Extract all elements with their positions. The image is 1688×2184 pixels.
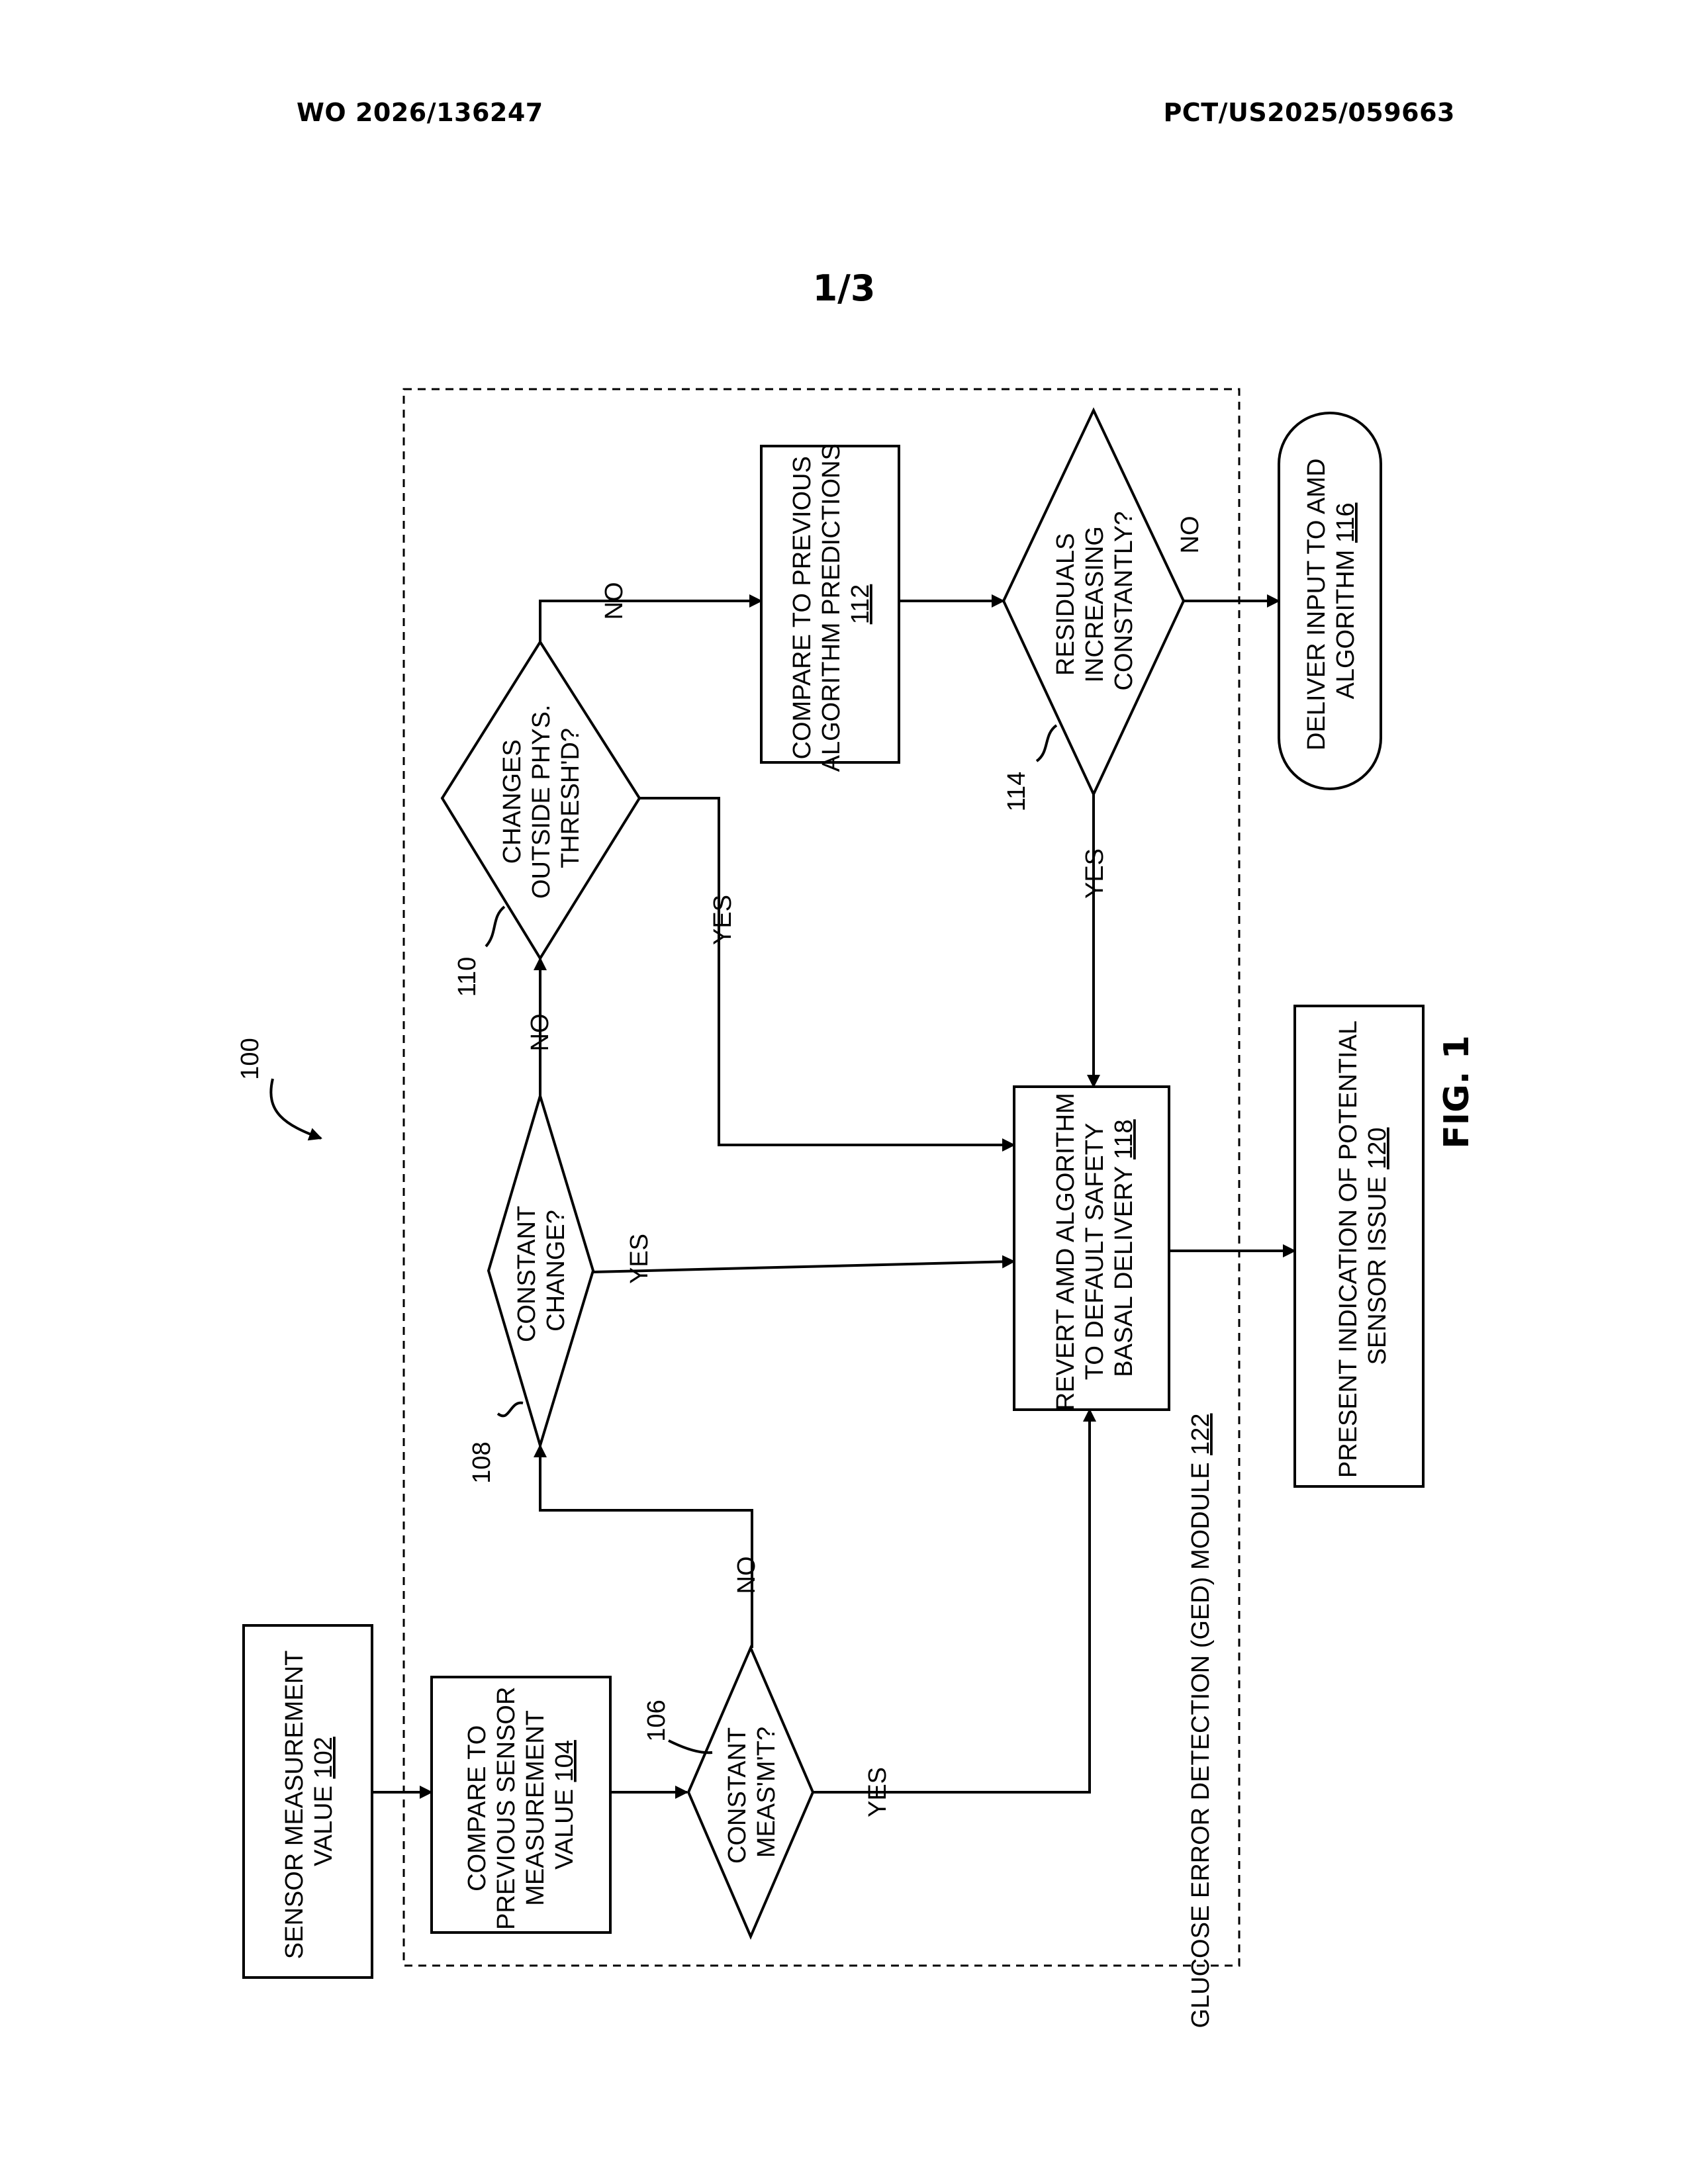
node-118-revert-to-basal-delivery: REVERT AMD ALGORITHM TO DEFAULT SAFETY B… [1014,1086,1169,1411]
node-108-ref: 108 [468,1441,496,1483]
edge-label-114-yes: YES [1081,848,1109,899]
node-116-deliver-input-terminal: DELIVER INPUT TO AMD ALGORITHM 116 [1279,413,1381,789]
figure-caption: FIG. 1 [1437,1035,1477,1149]
node-110-ref: 110 [453,957,481,997]
figure-reference-arrow [271,1079,321,1138]
node-108-constant-change-decision: CONSTANT CHANGE? 108 [468,1096,593,1484]
node-114-ref: 114 [1003,772,1031,812]
edge-label-110-yes: YES [709,895,737,945]
edge-label-110-no: NO [600,582,628,620]
node-110-outside-threshold-decision: CHANGES OUTSIDE PHYS. THRESH'D? 110 [442,642,639,997]
node-114-residuals-decision: RESIDUALS INCREASING CONSTANTLY? 114 [1003,410,1184,811]
edge-110-112 [540,601,761,642]
edge-label-114-no: NO [1176,516,1204,554]
edge-106-108 [540,1445,752,1648]
edge-label-106-yes: YES [864,1767,892,1817]
node-120-sensor-issue-indication: PRESENT INDICATION OF POTENTIAL SENSOR I… [1295,1006,1423,1486]
node-106-ref: 106 [643,1700,671,1741]
edge-label-108-no: NO [526,1014,554,1052]
svg-text:RESIDUALS INCREASING: RESIDUALS INCREASING CONSTANTLY? [1052,512,1138,691]
figure-reference-numeral: 100 [236,1038,264,1079]
edge-106-118 [813,1410,1090,1792]
svg-text:REVERT AMD ALGORITHM TO: REVERT AMD ALGORITHM TO DEFAULT SAFETY B… [1052,1086,1138,1411]
node-104-compare-previous-sensor: COMPARE TO PREVIOUS SENSOR MEASUREMENT V… [432,1677,610,1933]
ged-module-label: GLUCOSE ERROR DETECTION (GED) MODULE 122 [1187,1413,1215,2028]
edge-label-106-no: NO [733,1557,761,1594]
edge-108-118 [593,1261,1014,1272]
edge-110-118 [639,798,1014,1145]
edge-label-108-yes: YES [626,1234,653,1284]
node-112-compare-algorithm-predictions: COMPARE TO PREVIOUS ALGORITHM PREDICTION… [761,437,899,772]
node-102-sensor-measurement: SENSOR MEASUREMENT VALUE 102 [244,1625,372,1978]
